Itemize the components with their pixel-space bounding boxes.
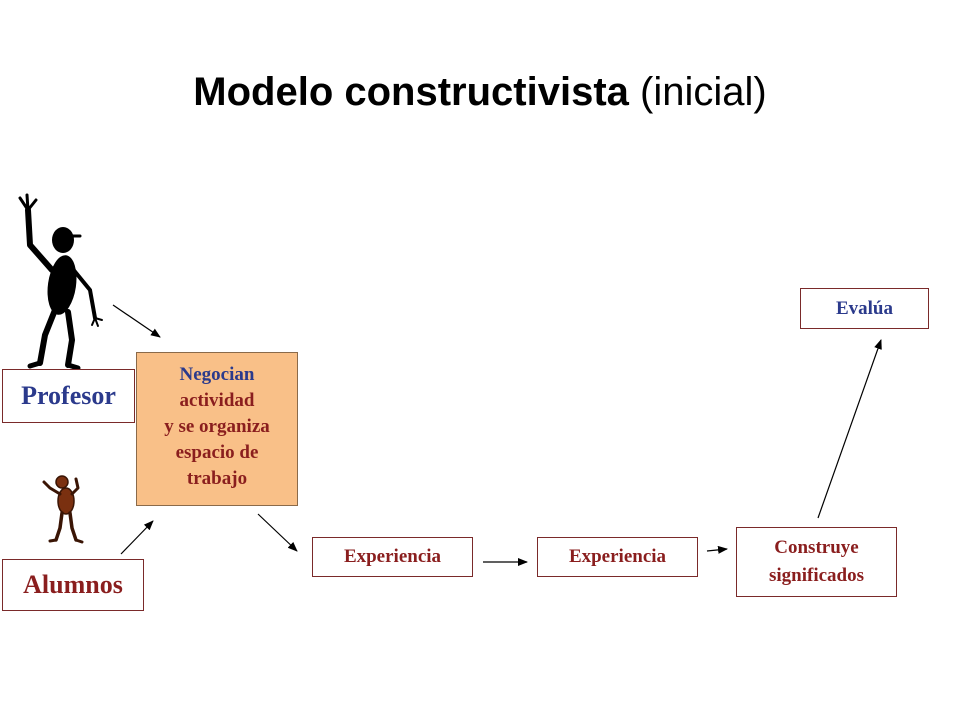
- evalua-box: Evalúa: [800, 288, 929, 329]
- negocian-line-4: espacio de: [175, 442, 259, 463]
- teacher-figure-icon: [18, 193, 103, 371]
- alumnos-label: Alumnos: [2, 559, 144, 611]
- profesor-label: Profesor: [2, 369, 135, 423]
- arrow-alumnos-to-negocian: [120, 520, 154, 555]
- arrow-negocian-to-experiencia: [257, 513, 298, 552]
- negocian-line-3: y se organiza: [164, 416, 270, 437]
- student-figure-icon: [42, 475, 84, 544]
- experiencia-box-1: Experiencia: [312, 537, 473, 577]
- construye-line-1: Construye: [774, 537, 859, 558]
- negocian-line-1: Negocian: [179, 364, 255, 385]
- negocian-box: Negocian actividad y se organiza espacio…: [136, 352, 298, 506]
- title-main: Modelo constructivista: [193, 70, 629, 114]
- arrow-construye-to-evalua: [817, 339, 882, 519]
- negocian-line-2: actividad: [179, 390, 255, 411]
- construye-box: Construye significados: [736, 527, 897, 597]
- arrow-experiencia-to-construye: [706, 545, 728, 554]
- experiencia-box-2: Experiencia: [537, 537, 698, 577]
- slide-title: Modelo constructivista (inicial): [0, 70, 960, 115]
- arrow-profesor-to-negocian: [112, 304, 161, 338]
- title-suffix: (inicial): [640, 70, 767, 114]
- construye-line-2: significados: [768, 565, 865, 586]
- negocian-line-5: trabajo: [186, 468, 248, 489]
